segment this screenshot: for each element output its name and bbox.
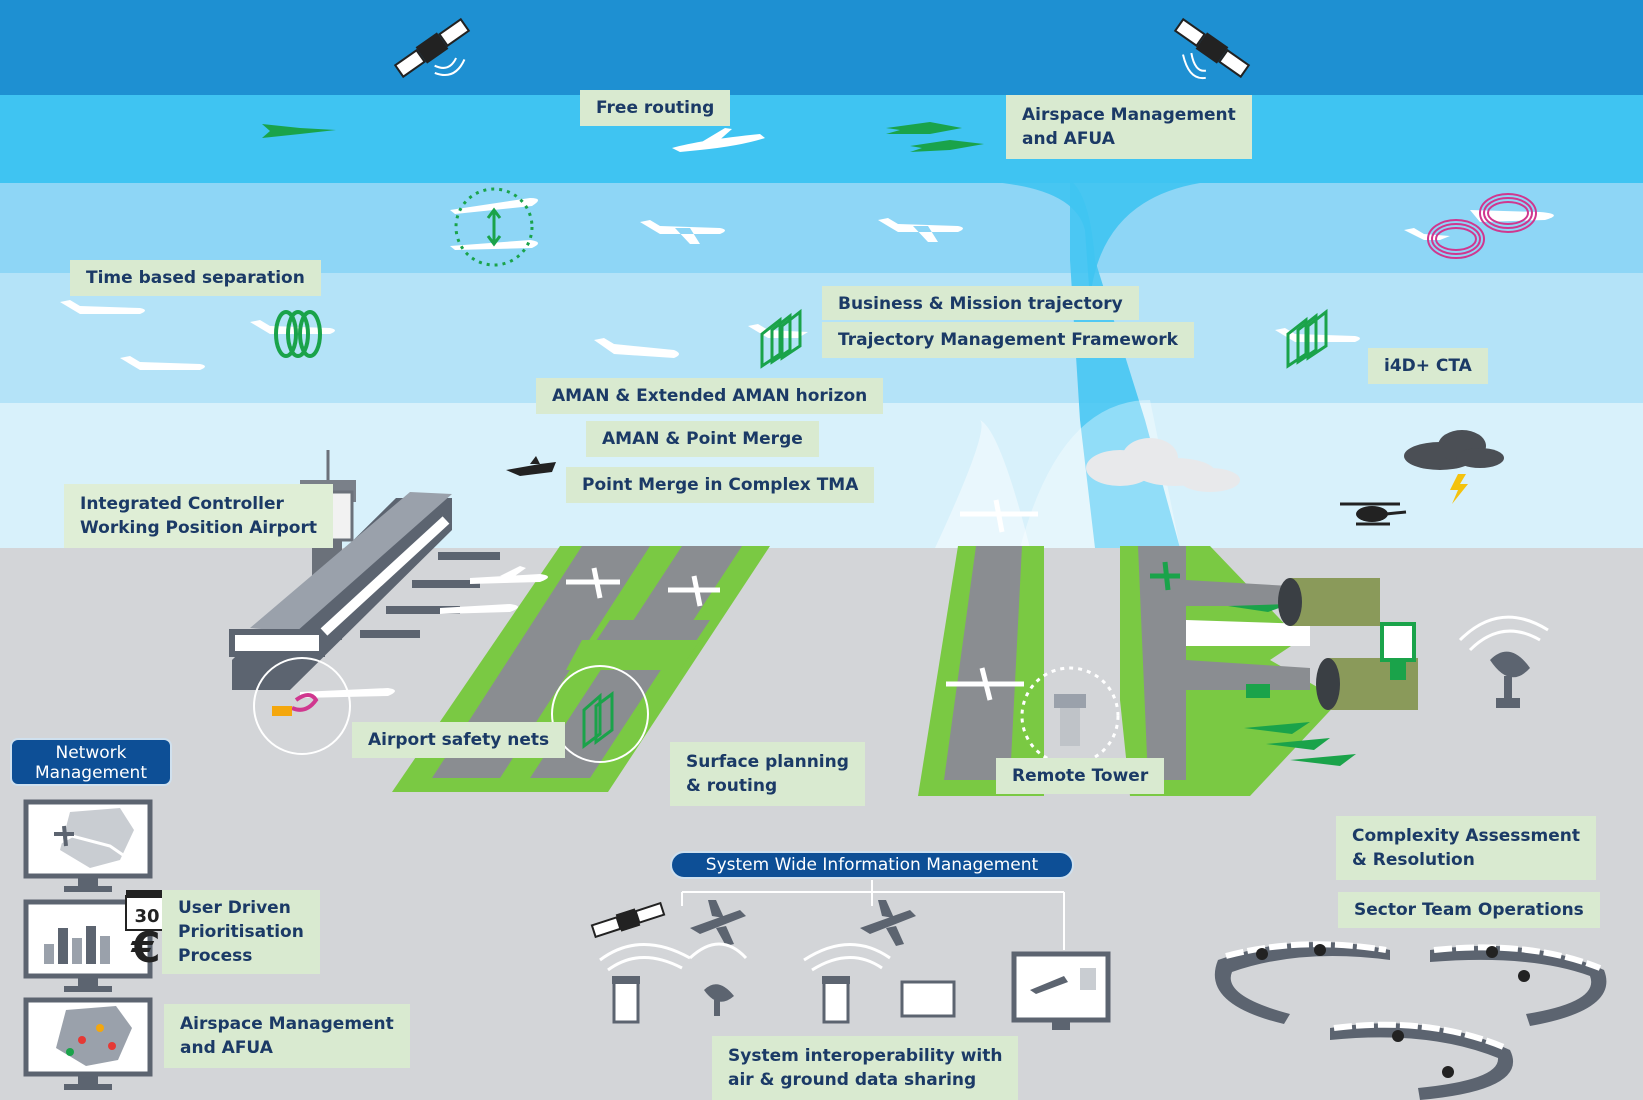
airliner-icon bbox=[594, 338, 679, 358]
label-airspace-management-top: Airspace Management and AFUA bbox=[1006, 95, 1252, 159]
monitor-network-map bbox=[23, 799, 153, 892]
swim-screen-icon bbox=[900, 980, 956, 1018]
military-tower-icon bbox=[1380, 622, 1416, 680]
network-management-badge: Network Management bbox=[10, 738, 172, 786]
airport-terminal bbox=[229, 492, 500, 690]
label-aman-point-merge: AMAN & Point Merge bbox=[586, 421, 819, 457]
separation-circle-icon bbox=[454, 187, 534, 267]
label-free-routing: Free routing bbox=[580, 90, 731, 126]
calendar-icon bbox=[125, 890, 169, 931]
monitor-prioritisation bbox=[23, 899, 153, 992]
fighter-jet-icon bbox=[262, 124, 336, 138]
swim-workstation-icon bbox=[1011, 951, 1111, 1030]
fighter-jet-icon bbox=[910, 140, 984, 152]
label-user-driven-prioritisation-process: User Driven Prioritisation Process bbox=[162, 890, 320, 974]
swim-signal-arcs bbox=[599, 942, 891, 972]
taxiing-airliners bbox=[300, 566, 720, 698]
calendar-day: 30 bbox=[134, 906, 159, 927]
funnel-top bbox=[900, 180, 1200, 300]
airliner-icon bbox=[60, 300, 145, 314]
ground-vehicle-icon bbox=[1246, 684, 1270, 698]
airliner-icon bbox=[878, 218, 963, 242]
sky-band-2 bbox=[0, 183, 1643, 273]
trajectory-cube-icon bbox=[1286, 308, 1328, 369]
safety-net-circle bbox=[253, 657, 351, 755]
storm-cloud-icon bbox=[1404, 430, 1504, 504]
label-surface-planning-routing: Surface planning & routing bbox=[670, 742, 865, 806]
label-point-merge-complex-tma: Point Merge in Complex TMA bbox=[566, 467, 875, 503]
satellite-icon bbox=[1173, 17, 1251, 80]
separation-rings-icon bbox=[274, 310, 322, 358]
swim-tower-icon bbox=[612, 976, 850, 1024]
fighter-jet-icon bbox=[886, 122, 962, 134]
label-complexity-assessment-resolution: Complexity Assessment & Resolution bbox=[1336, 816, 1596, 880]
airliner-icon bbox=[640, 220, 725, 244]
airliner-icon bbox=[120, 356, 205, 370]
label-trajectory-management-framework: Trajectory Management Framework bbox=[822, 322, 1194, 358]
label-airspace-management-bottom: Airspace Management and AFUA bbox=[164, 1004, 410, 1068]
sky-band-1 bbox=[0, 95, 1643, 183]
swim-badge: System Wide Information Management bbox=[670, 851, 1074, 879]
airliner-icon bbox=[450, 198, 539, 214]
cloud-icon bbox=[1086, 438, 1240, 492]
sky-band-top bbox=[0, 0, 1643, 95]
propeller-plane-icon bbox=[506, 456, 556, 476]
i4d-target-rings bbox=[1427, 193, 1537, 259]
airliner-icon bbox=[250, 320, 335, 334]
sector-console bbox=[1430, 944, 1607, 1026]
label-i4d-cta: i4D+ CTA bbox=[1368, 348, 1488, 384]
safety-net-circle bbox=[551, 665, 649, 763]
runway-aircraft bbox=[946, 499, 1038, 701]
satellite-icon bbox=[393, 17, 471, 79]
trajectory-cube-icon bbox=[760, 308, 802, 369]
label-remote-tower: Remote Tower bbox=[996, 758, 1165, 794]
sector-console bbox=[1330, 1021, 1514, 1100]
sector-console bbox=[1214, 941, 1390, 1024]
monitor-airspace-map bbox=[23, 997, 153, 1090]
swim-satellite-icon bbox=[590, 901, 666, 939]
label-business-mission-trajectory: Business & Mission trajectory bbox=[822, 286, 1139, 320]
swim-connectors bbox=[681, 880, 1065, 950]
airliner-icon bbox=[1404, 228, 1450, 240]
airliner-icon bbox=[672, 128, 765, 152]
military-jets-ground bbox=[1150, 561, 1356, 766]
euro-icon: € bbox=[130, 923, 160, 972]
label-aman-extended-horizon: AMAN & Extended AMAN horizon bbox=[536, 378, 884, 414]
label-integrated-controller-working-position: Integrated Controller Working Position A… bbox=[64, 484, 333, 548]
label-system-interoperability: System interoperability with air & groun… bbox=[712, 1036, 1019, 1100]
label-airport-safety-nets: Airport safety nets bbox=[352, 722, 566, 758]
label-sector-team-operations: Sector Team Operations bbox=[1338, 892, 1600, 928]
label-time-based-separation: Time based separation bbox=[70, 260, 321, 296]
radar-dish-icon bbox=[1458, 615, 1549, 708]
swim-radar-icon bbox=[704, 984, 734, 1016]
runway-right bbox=[918, 546, 1340, 796]
swim-aircraft-icon bbox=[690, 900, 916, 946]
helicopter-icon bbox=[1340, 502, 1407, 526]
